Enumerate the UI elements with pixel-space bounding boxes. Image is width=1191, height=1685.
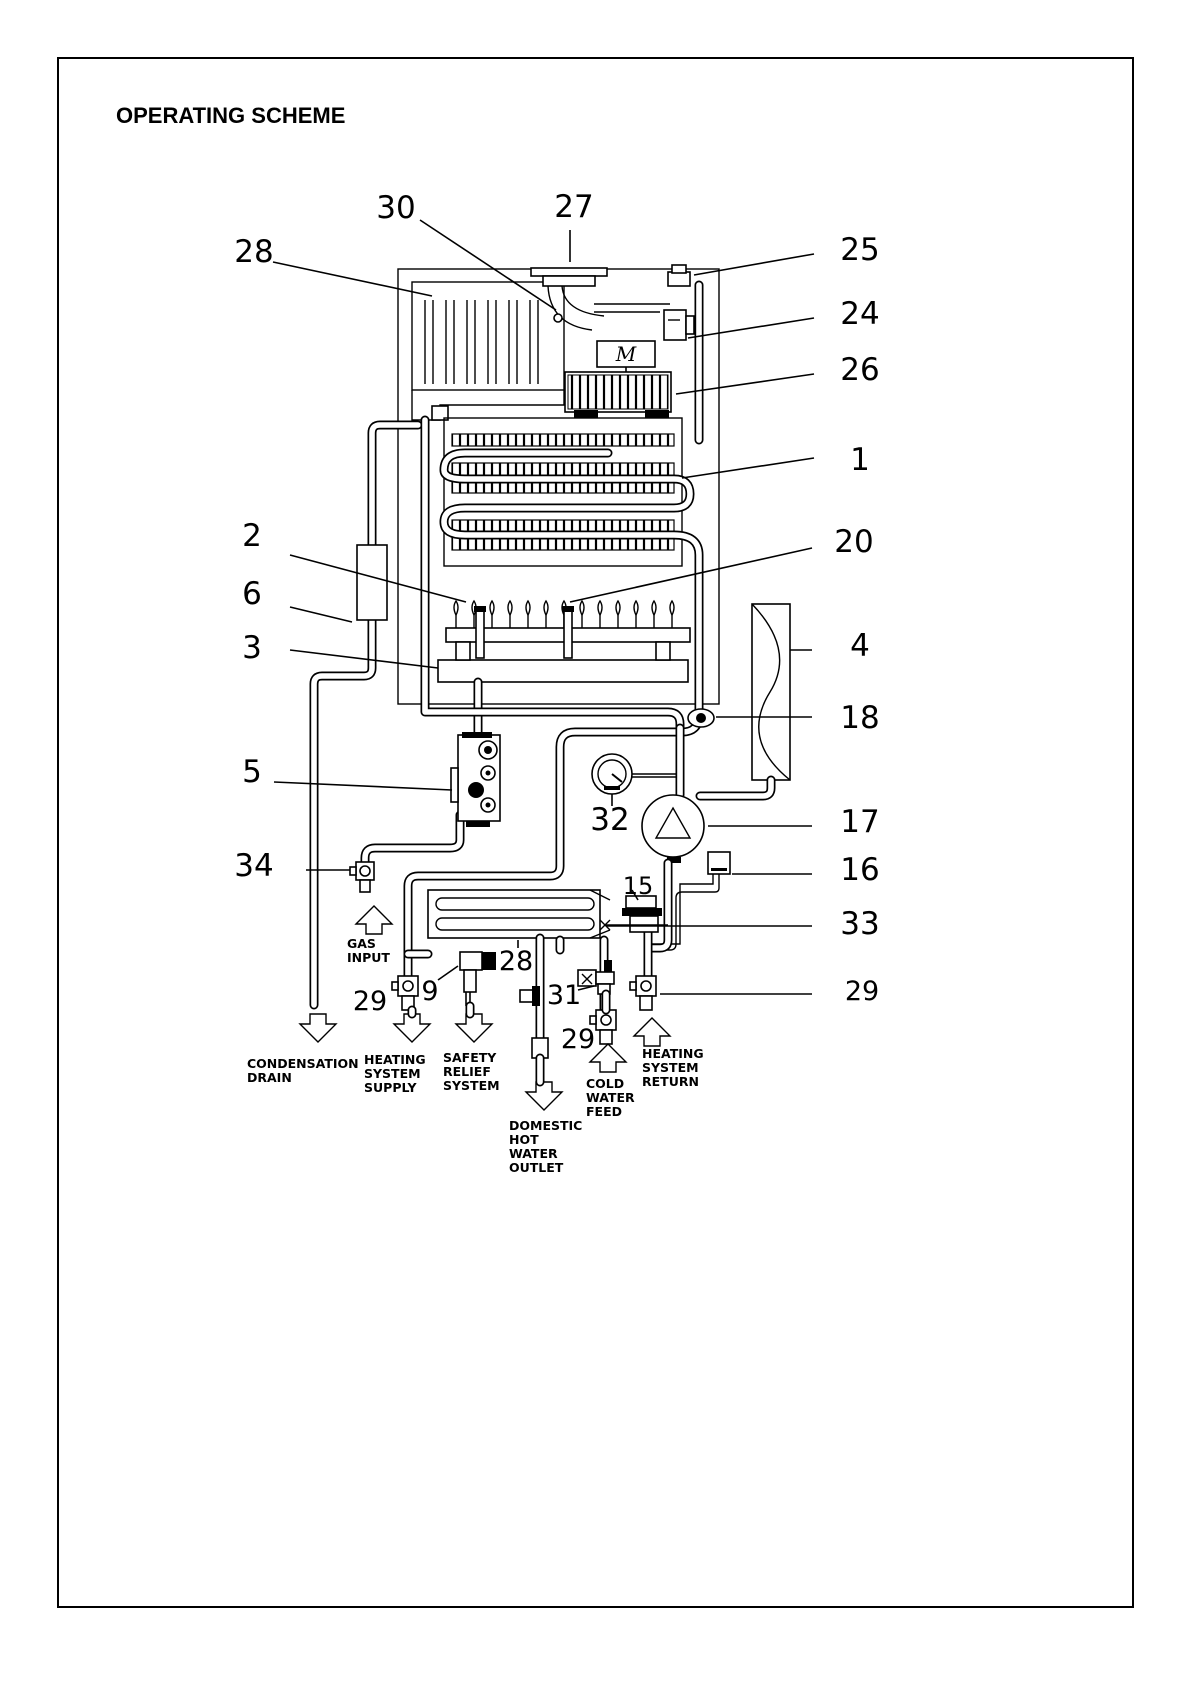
callout-4: 4 xyxy=(850,628,870,664)
safety-relief-valve xyxy=(460,952,496,1006)
callout-29-left: 29 xyxy=(353,986,387,1017)
svg-text:CONDENSATION: CONDENSATION xyxy=(247,1056,359,1071)
svg-text:SAFETY: SAFETY xyxy=(443,1050,497,1065)
dhw-heat-exchanger xyxy=(428,890,610,938)
callout-5: 5 xyxy=(242,754,262,790)
svg-text:HEATING: HEATING xyxy=(364,1052,426,1067)
flue-outlet xyxy=(531,268,607,330)
callout-15: 15 xyxy=(623,872,654,900)
caption-gas-input: GAS INPUT xyxy=(347,936,390,965)
svg-text:OUTLET: OUTLET xyxy=(509,1160,564,1175)
expansion-vessel xyxy=(700,604,790,796)
condensate-pipe xyxy=(314,425,418,1005)
burner xyxy=(438,601,690,682)
callout-3: 3 xyxy=(242,630,262,666)
svg-text:SYSTEM: SYSTEM xyxy=(642,1060,699,1075)
isolation-valve-heating-return xyxy=(630,976,656,1010)
water-pressure-switch xyxy=(650,852,730,950)
svg-text:FEED: FEED xyxy=(586,1104,622,1119)
caption-dhw-outlet: DOMESTIC HOT WATER OUTLET xyxy=(509,1118,582,1175)
svg-text:COLD: COLD xyxy=(586,1076,624,1091)
svg-text:HOT: HOT xyxy=(509,1132,539,1147)
svg-text:RELIEF: RELIEF xyxy=(443,1064,491,1079)
safety-relief-arrow xyxy=(456,1014,492,1042)
callout-9: 9 xyxy=(421,976,438,1007)
caption-safety-relief: SAFETY RELIEF SYSTEM xyxy=(443,1050,500,1093)
gas-input-arrow xyxy=(356,906,392,934)
callout-17: 17 xyxy=(840,804,879,840)
pressure-gauge xyxy=(592,754,680,794)
gas-cock xyxy=(350,862,374,892)
caption-heating-supply: HEATING SYSTEM SUPPLY xyxy=(364,1052,426,1095)
svg-text:SYSTEM: SYSTEM xyxy=(443,1078,500,1093)
condensate-siphon xyxy=(357,545,387,620)
callout-26: 26 xyxy=(840,352,879,388)
callout-1: 1 xyxy=(850,442,870,478)
callout-6: 6 xyxy=(242,576,262,612)
svg-text:INPUT: INPUT xyxy=(347,950,390,965)
callout-24: 24 xyxy=(840,296,879,332)
callout-34: 34 xyxy=(234,848,273,884)
callout-18: 18 xyxy=(840,700,879,736)
gas-valve xyxy=(451,732,500,827)
callout-27: 27 xyxy=(554,189,593,225)
callout-29-mid: 29 xyxy=(561,1024,595,1055)
svg-text:RETURN: RETURN xyxy=(642,1074,699,1089)
air-pressure-switch xyxy=(594,265,694,340)
svg-text:WATER: WATER xyxy=(586,1090,635,1105)
flue-collector xyxy=(412,282,564,420)
callout-31: 31 xyxy=(547,980,581,1011)
caption-cold-water-feed: COLD WATER FEED xyxy=(586,1076,635,1119)
main-heat-exchanger xyxy=(444,418,682,566)
svg-text:SUPPLY: SUPPLY xyxy=(364,1080,417,1095)
callout-33: 33 xyxy=(840,906,879,942)
callout-20: 20 xyxy=(834,524,873,560)
cold-water-feed-arrow xyxy=(590,1044,626,1072)
safety-thermostat xyxy=(688,709,714,727)
svg-text:SYSTEM: SYSTEM xyxy=(364,1066,421,1081)
heating-return-arrow xyxy=(634,1018,670,1046)
svg-text:GAS: GAS xyxy=(347,936,376,951)
dhw-outlet-arrow xyxy=(526,1082,562,1110)
svg-text:HEATING: HEATING xyxy=(642,1046,704,1061)
callout-30: 30 xyxy=(376,190,415,226)
condensation-drain-arrow xyxy=(300,1014,336,1042)
callout-28-low: 28 xyxy=(499,946,533,977)
svg-text:DOMESTIC: DOMESTIC xyxy=(509,1118,582,1133)
svg-text:WATER: WATER xyxy=(509,1146,558,1161)
svg-text:DRAIN: DRAIN xyxy=(247,1070,292,1085)
caption-condensation-drain: CONDENSATION DRAIN xyxy=(247,1056,359,1085)
circulating-pump xyxy=(642,728,704,863)
callout-28-top: 28 xyxy=(234,234,273,270)
callout-16: 16 xyxy=(840,852,879,888)
callout-32: 32 xyxy=(590,802,629,838)
callout-2: 2 xyxy=(242,518,262,554)
callout-25: 25 xyxy=(840,232,879,268)
callout-29-right: 29 xyxy=(845,976,879,1007)
motor-label: M xyxy=(615,342,637,366)
caption-heating-return: HEATING SYSTEM RETURN xyxy=(642,1046,704,1089)
isolation-valve-heating-supply xyxy=(392,976,418,1010)
